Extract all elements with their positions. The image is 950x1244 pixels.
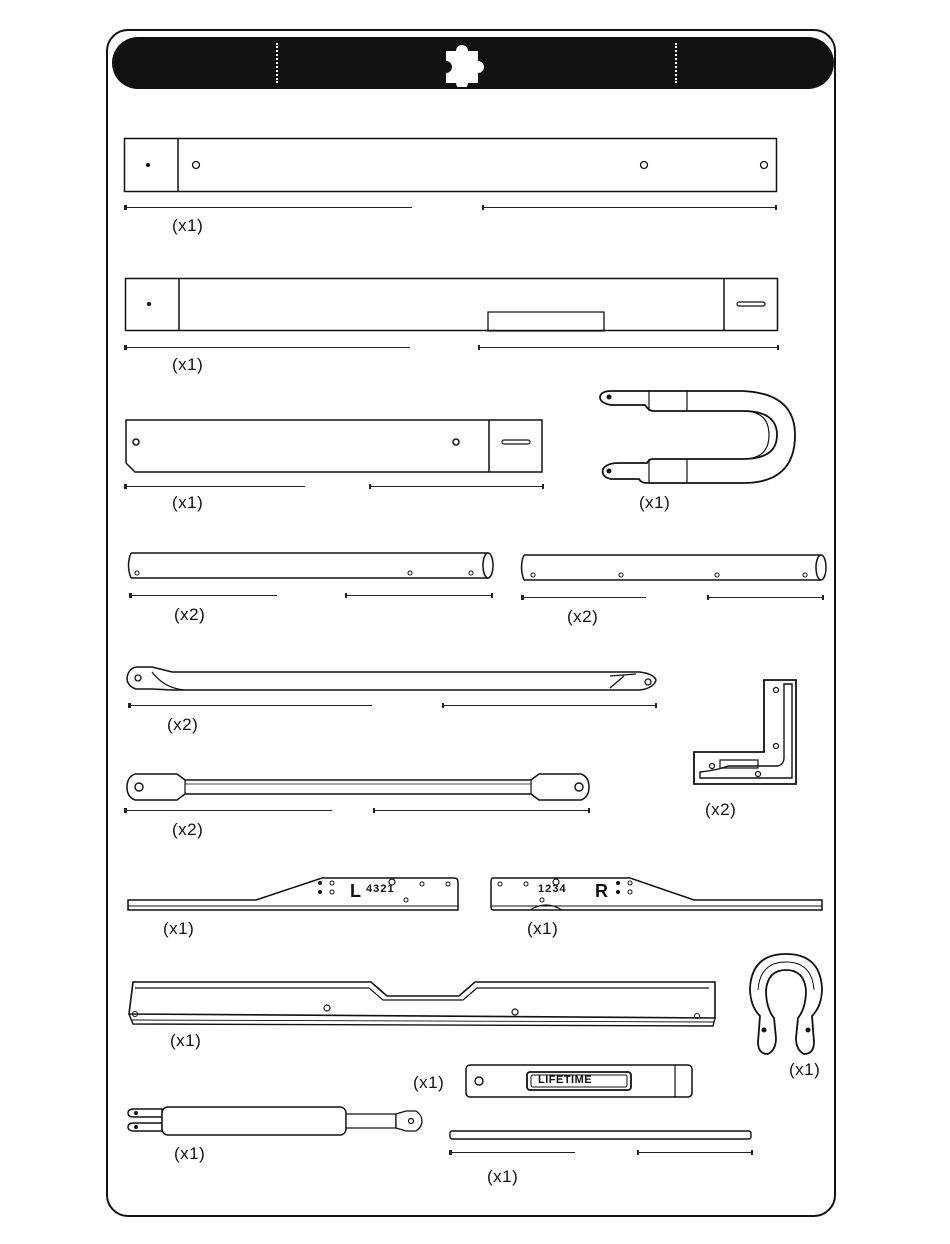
dimension-line <box>125 347 410 348</box>
qty-label: (x1) <box>172 216 203 236</box>
qty-label: (x2) <box>174 605 205 625</box>
thin-rod-drawing <box>449 1129 754 1141</box>
gas-strut-drawing <box>124 1103 424 1139</box>
dimension-line <box>369 486 543 487</box>
header-divider <box>675 43 677 83</box>
dimension-line <box>373 810 589 811</box>
long-beam-1-drawing <box>124 138 777 193</box>
u-bracket-drawing <box>597 383 799 488</box>
dimension-line <box>345 595 492 596</box>
qty-label: (x1) <box>639 493 670 513</box>
rail-side-mark: R <box>595 881 609 902</box>
tube-a-drawing <box>126 551 496 581</box>
dimension-line <box>450 1152 575 1153</box>
qty-label: (x2) <box>567 607 598 627</box>
hook-clamp-drawing <box>748 952 826 1058</box>
dimension-line <box>442 705 656 706</box>
header-divider <box>276 43 278 83</box>
dimension-line <box>637 1152 752 1153</box>
dimension-line <box>478 347 778 348</box>
dimension-line <box>125 207 412 208</box>
qty-label: (x1) <box>172 493 203 513</box>
qty-label: (x2) <box>167 715 198 735</box>
strut-drawing <box>123 771 595 803</box>
header-bar <box>112 37 834 89</box>
qty-label: (x1) <box>527 919 558 939</box>
qty-label: (x1) <box>789 1060 820 1080</box>
dimension-line <box>125 810 332 811</box>
dimension-line <box>125 486 305 487</box>
dimension-line <box>129 705 372 706</box>
qty-label: (x1) <box>413 1073 444 1093</box>
corner-bracket-drawing <box>688 678 802 792</box>
qty-label: (x1) <box>174 1144 205 1164</box>
puzzle-piece-icon <box>430 39 500 87</box>
long-beam-2-drawing <box>125 278 778 332</box>
qty-label: (x1) <box>170 1031 201 1051</box>
brand-logo-text: LIFETIME <box>538 1074 592 1086</box>
qty-label: (x1) <box>172 355 203 375</box>
rail-digits: 1 2 3 4 <box>538 883 565 895</box>
dimension-line <box>707 597 823 598</box>
right-rail-drawing <box>490 876 826 914</box>
medium-beam-drawing <box>125 419 545 474</box>
qty-label: (x1) <box>163 919 194 939</box>
dimension-line <box>482 207 776 208</box>
rail-side-mark: L <box>350 881 362 902</box>
dimension-line <box>130 595 277 596</box>
dimension-line <box>522 597 646 598</box>
flat-end-tube-drawing <box>124 664 660 694</box>
tube-b-drawing <box>519 553 829 583</box>
qty-label: (x1) <box>487 1167 518 1187</box>
qty-label: (x2) <box>705 800 736 820</box>
left-rail-drawing <box>126 876 461 914</box>
qty-label: (x2) <box>172 820 203 840</box>
rail-digits: 4 3 2 1 <box>366 883 393 895</box>
channel-rail-drawing <box>125 980 720 1030</box>
